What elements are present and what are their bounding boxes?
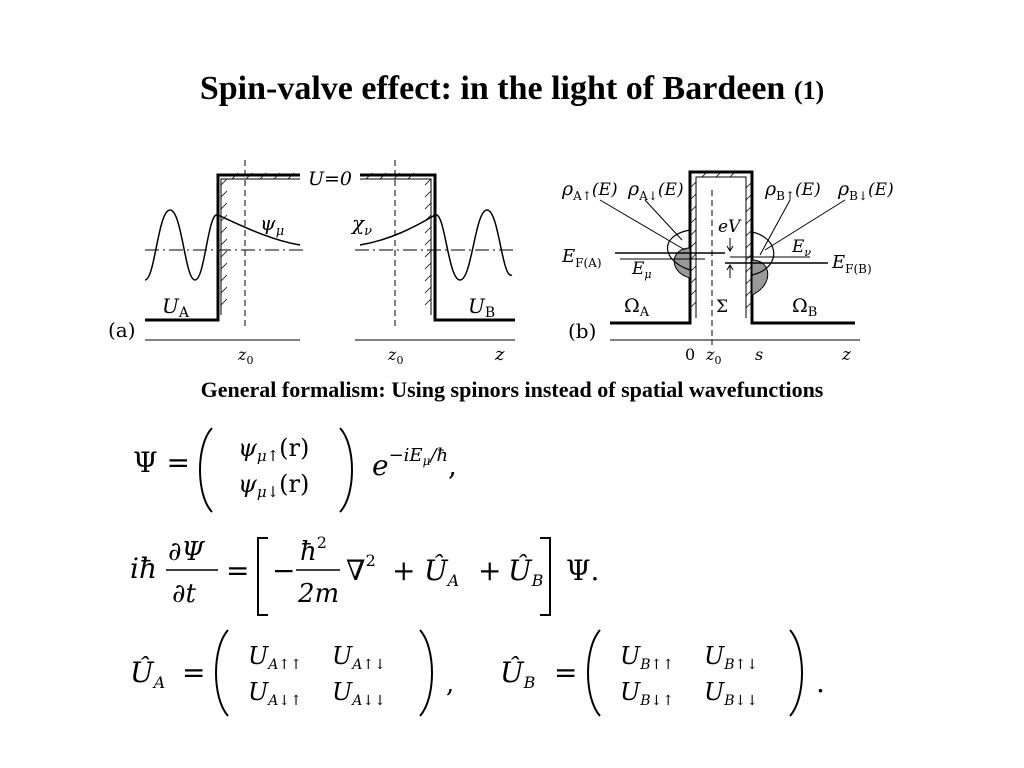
equations: Ψ = ψμ↑(r) ψμ↓(r) e−iEμ/ħ, iħ ∂Ψ ∂t = − … (130, 427, 825, 717)
ef-a-label: EF(A) (561, 246, 602, 270)
svg-text:+: + (478, 554, 501, 587)
svg-text:ÛA: ÛA (424, 553, 459, 590)
ub-label: UB (468, 294, 495, 321)
rho-b-down-label: ρB↓(E) (837, 178, 894, 203)
barrier-right (360, 173, 515, 322)
rho-b-up-label: ρB↑(E) (764, 178, 821, 203)
slide-title-suffix: (1) (793, 76, 825, 105)
svg-text:.: . (816, 666, 825, 699)
svg-text:UA↓↓: UA↓↓ (332, 678, 386, 709)
ef-b-label: EF(B) (831, 252, 872, 276)
svg-text:e−iEμ/ħ,: e−iEμ/ħ, (372, 445, 457, 482)
svg-text:UB↑↑: UB↑↑ (620, 642, 674, 673)
svg-text:,: , (446, 669, 454, 699)
figure-a: U=0 ψμ χν UA UB (a) z0 z0 z (108, 160, 515, 367)
e-nu-label: Eν (791, 237, 811, 259)
tick-s-label: s (755, 345, 763, 364)
omega-a-label: ΩA (624, 295, 650, 320)
svg-text:∂t: ∂t (172, 579, 196, 609)
svg-text:UB↑↓: UB↑↓ (704, 642, 758, 673)
svg-text:+: + (392, 554, 415, 587)
dos-b-outline (751, 231, 775, 276)
svg-text:−: − (272, 554, 295, 587)
slide-title: Spin-valve effect: in the light of Barde… (0, 70, 1024, 108)
u-zero-label: U=0 (308, 168, 352, 190)
dos-a-outline (666, 229, 691, 271)
svg-text:∂Ψ: ∂Ψ (168, 537, 205, 567)
figure-b: ρA↑(E) ρA↓(E) ρB↑(E) ρB↓(E) eV EF(A) Eμ … (561, 170, 894, 367)
panel-a-label: (a) (108, 318, 136, 342)
chi-nu-wave (359, 209, 513, 281)
barrier-left (145, 173, 300, 322)
svg-text:Ψ.: Ψ. (566, 554, 599, 587)
svg-text:UA↑↑: UA↑↑ (248, 642, 302, 673)
z-axis-label-b: z (841, 345, 852, 365)
svg-text:UA↓↑: UA↓↑ (248, 678, 302, 709)
ev-label: eV (718, 217, 742, 237)
svg-text:ÛA: ÛA (130, 655, 165, 692)
svg-text:∇2: ∇2 (346, 551, 376, 587)
schrodinger-equation: iħ ∂Ψ ∂t = − ħ2 2m ∇2 + ÛA + ÛB Ψ. (130, 533, 599, 616)
svg-text:ψμ↓(r): ψμ↓(r) (238, 470, 309, 501)
svg-text:UA↑↓: UA↑↓ (332, 642, 386, 673)
svg-text:UB↓↑: UB↓↑ (620, 678, 674, 709)
slide-title-main: Spin-valve effect: in the light of Barde… (199, 70, 786, 107)
psi-mu-wave (144, 209, 301, 281)
dos-a-shaded (673, 247, 691, 279)
potential-matrices-equation: ÛA = UA↑↑ UA↑↓ UA↓↑ UA↓↓ , ÛB = UB↑↑ UB↑… (130, 629, 825, 717)
chi-nu-label: χν (350, 211, 372, 239)
svg-text:=: = (554, 656, 577, 689)
svg-text:2m: 2m (297, 579, 339, 609)
svg-text:UB↓↓: UB↓↓ (704, 678, 758, 709)
dos-b-shaded (751, 259, 769, 296)
z-axis-label-a: z (494, 344, 505, 365)
svg-text:=: = (226, 554, 249, 587)
rho-a-up-label: ρA↑(E) (561, 178, 618, 203)
svg-text:Ψ =: Ψ = (133, 446, 190, 479)
psi-mu-label: ψμ (260, 211, 284, 239)
z0-right-label: z0 (387, 345, 403, 367)
tick-z0-label: z0 (705, 345, 721, 367)
spinor-equation: Ψ = ψμ↑(r) ψμ↓(r) e−iEμ/ħ, (133, 427, 457, 513)
panel-b-label: (b) (568, 319, 596, 343)
z0-left-label: z0 (237, 345, 253, 367)
ua-label: UA (162, 294, 190, 321)
svg-text:iħ: iħ (130, 552, 157, 585)
rho-a-down-label: ρA↓(E) (627, 178, 684, 203)
section-subtitle: General formalism: Using spinors instead… (200, 377, 824, 402)
svg-text:=: = (182, 656, 205, 689)
sigma-label: Σ (716, 297, 728, 317)
svg-text:ħ2: ħ2 (300, 533, 327, 567)
svg-text:ÛB: ÛB (508, 553, 544, 590)
e-mu-label: Eμ (631, 259, 652, 281)
tick-zero-label: 0 (685, 345, 695, 364)
omega-b-label: ΩB (792, 295, 817, 320)
svg-text:ÛB: ÛB (500, 655, 536, 692)
svg-text:ψμ↑(r): ψμ↑(r) (238, 434, 309, 465)
